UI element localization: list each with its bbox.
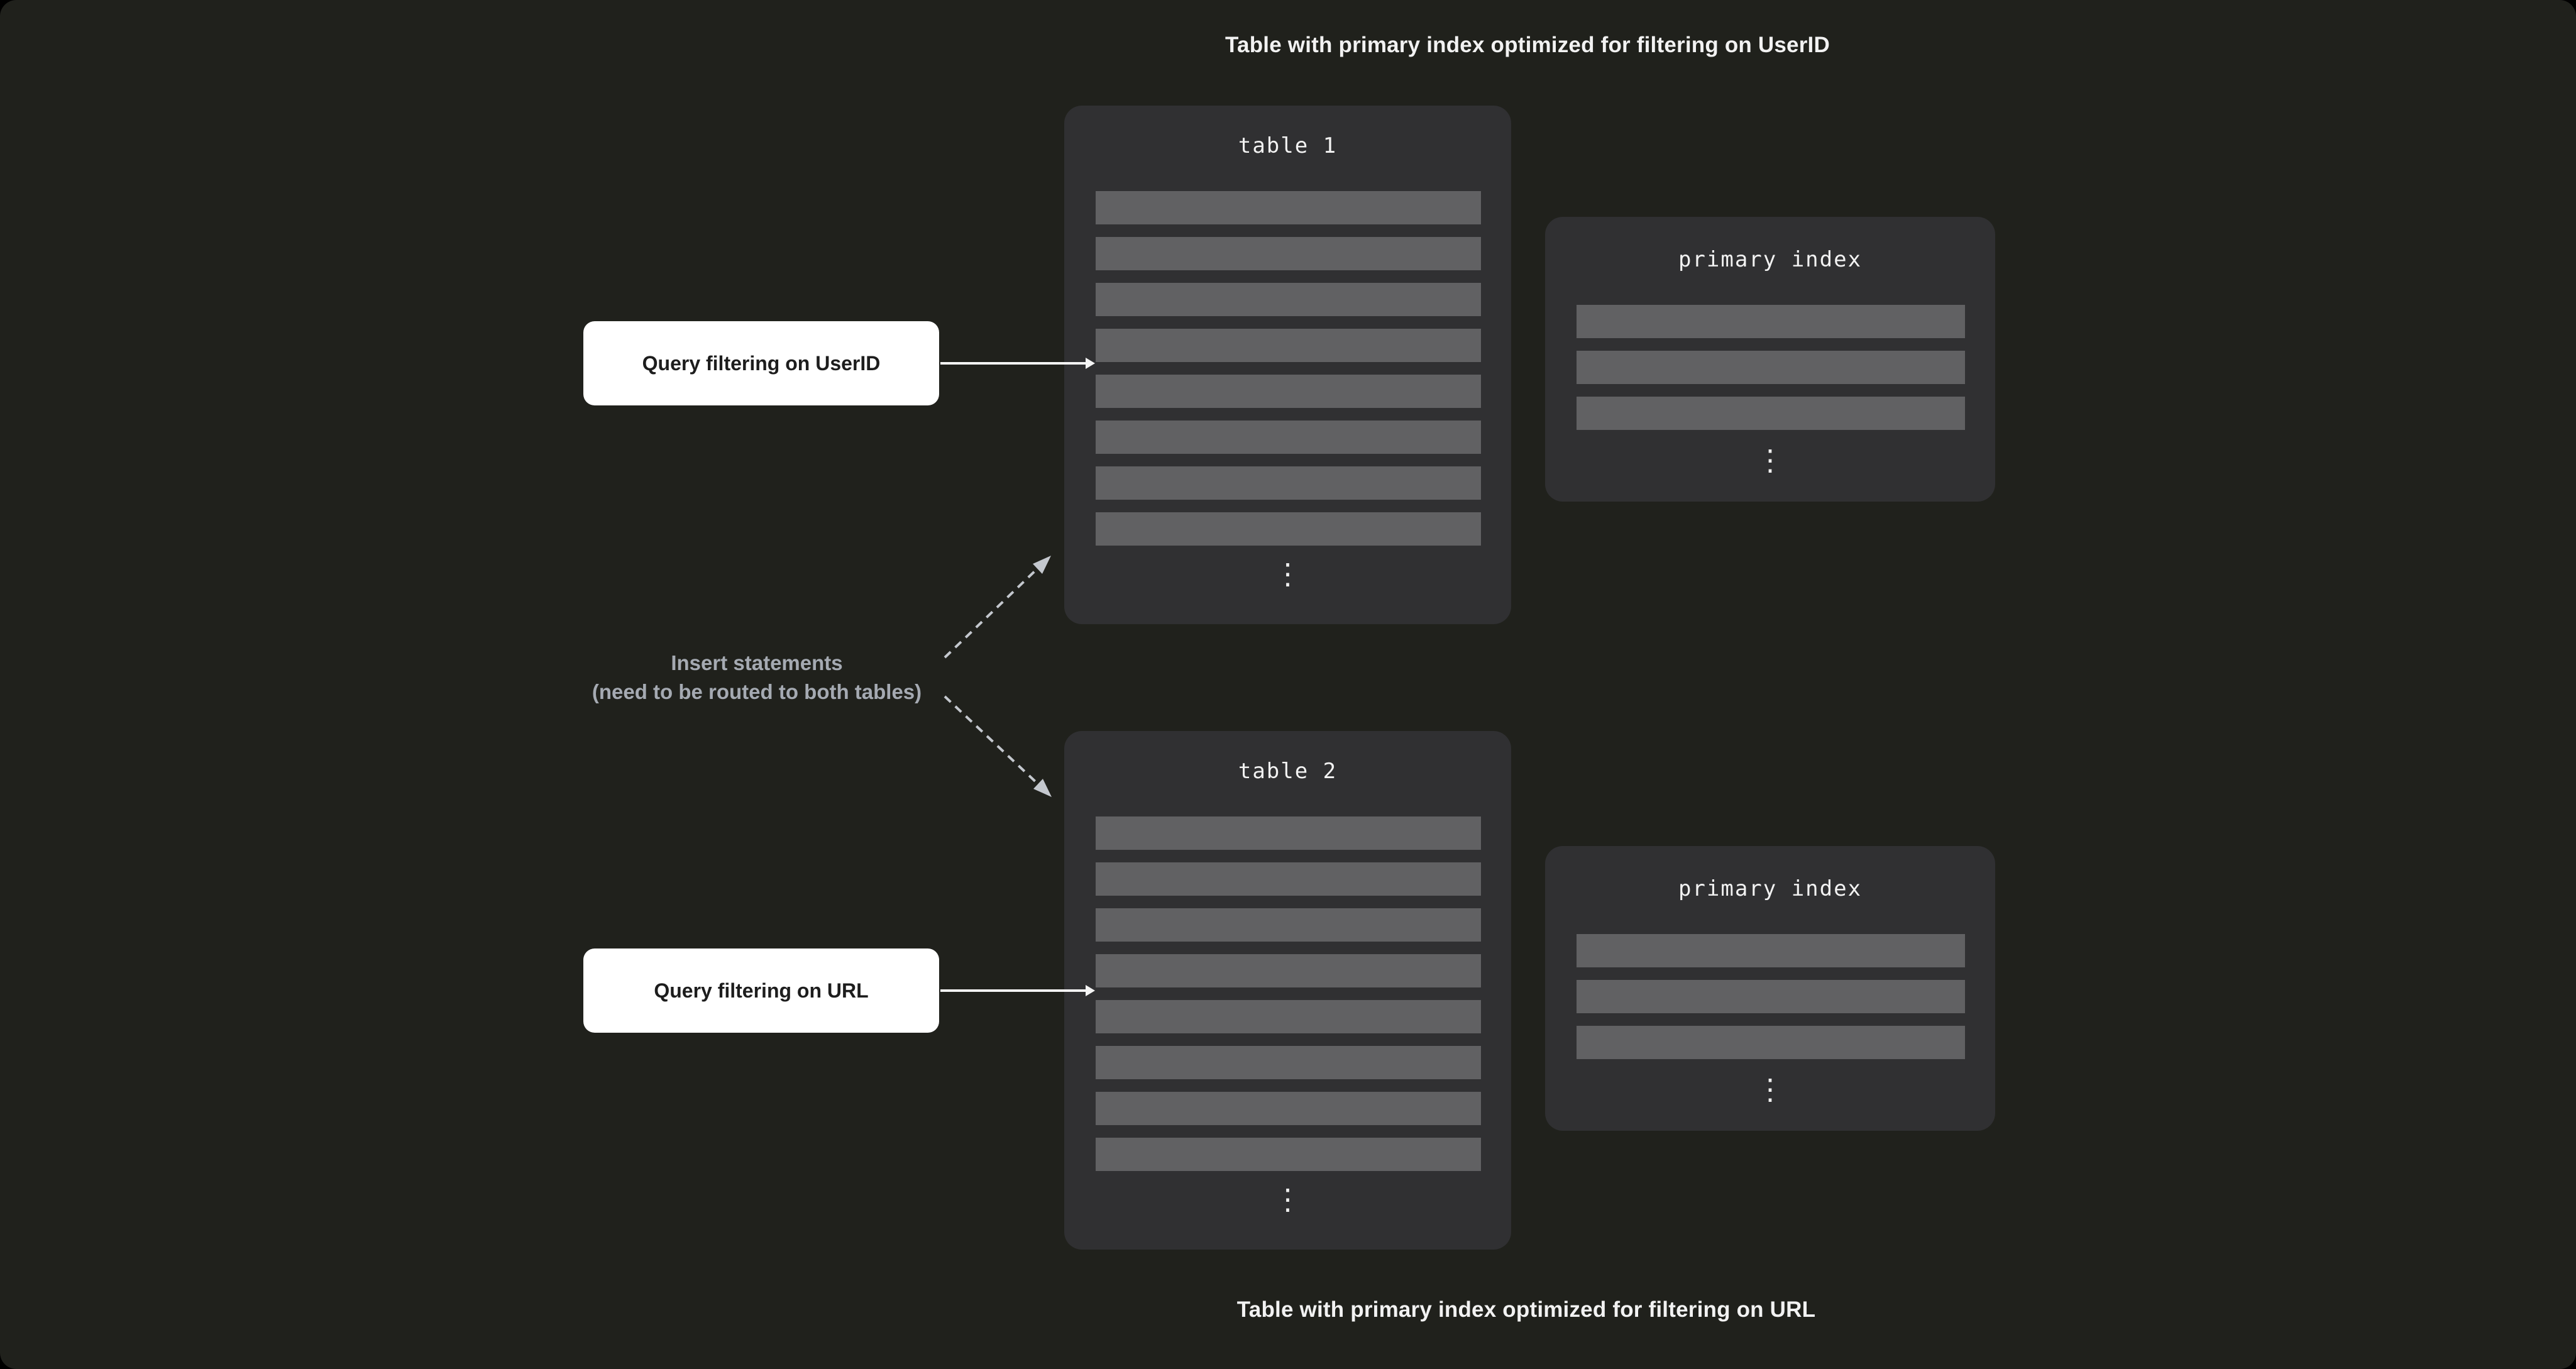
table-row [1096, 1000, 1481, 1033]
table-row [1096, 512, 1481, 546]
insert-statements-annotation: Insert statements (need to be routed to … [592, 649, 922, 706]
query-url-callout: Query filtering on URL [583, 948, 939, 1033]
primary-index2-panel: primary index ⋮ [1545, 846, 1995, 1131]
table2-rows [1096, 816, 1481, 1184]
dashed-arrow-insert-to-table1 [944, 556, 1051, 659]
top-caption: Table with primary index optimized for f… [1225, 33, 1830, 57]
table-row [1096, 1092, 1481, 1125]
table-row [1577, 1026, 1965, 1059]
table1-rows [1096, 191, 1481, 558]
insert-statements-line1: Insert statements [671, 651, 843, 674]
insert-statements-line2: (need to be routed to both tables) [592, 680, 922, 703]
table-row [1577, 351, 1965, 384]
primary-index1-ellipsis-icon: ⋮ [1756, 443, 1785, 477]
table-row [1096, 191, 1481, 224]
dashed-arrow-insert-to-table2 [944, 695, 1052, 797]
table2-panel: table 2 ⋮ [1064, 731, 1511, 1250]
query-userid-callout: Query filtering on UserID [583, 321, 939, 405]
table-row [1577, 980, 1965, 1013]
table-row [1096, 908, 1481, 942]
query-url-label: Query filtering on URL [654, 979, 869, 1002]
table2-title: table 2 [1238, 759, 1338, 784]
arrowhead-downright-icon [1033, 779, 1052, 797]
table-row [1096, 283, 1481, 316]
table-row [1096, 421, 1481, 454]
primary-index1-title: primary index [1678, 247, 1863, 272]
table-row [1096, 862, 1481, 896]
table1-panel: table 1 ⋮ [1064, 106, 1511, 624]
primary-index1-panel: primary index ⋮ [1545, 217, 1995, 502]
primary-index2-rows [1577, 934, 1965, 1072]
table2-ellipsis-icon: ⋮ [1273, 1182, 1302, 1216]
table1-title: table 1 [1238, 133, 1338, 158]
table-row [1096, 329, 1481, 362]
table-row [1096, 237, 1481, 270]
bottom-caption: Table with primary index optimized for f… [1236, 1297, 1816, 1322]
query-userid-label: Query filtering on UserID [642, 351, 881, 375]
primary-index1-rows [1577, 305, 1965, 443]
table-row [1096, 1138, 1481, 1171]
table-row [1096, 816, 1481, 850]
arrowhead-upright-icon [1033, 556, 1051, 574]
table-row [1577, 397, 1965, 430]
table-row [1577, 934, 1965, 967]
table-row [1096, 954, 1481, 987]
table1-ellipsis-icon: ⋮ [1273, 557, 1302, 591]
table-row [1577, 305, 1965, 338]
primary-index2-ellipsis-icon: ⋮ [1756, 1072, 1785, 1106]
primary-index2-title: primary index [1678, 876, 1863, 901]
table-row [1096, 375, 1481, 408]
table-row [1096, 466, 1481, 500]
table-row [1096, 1046, 1481, 1079]
